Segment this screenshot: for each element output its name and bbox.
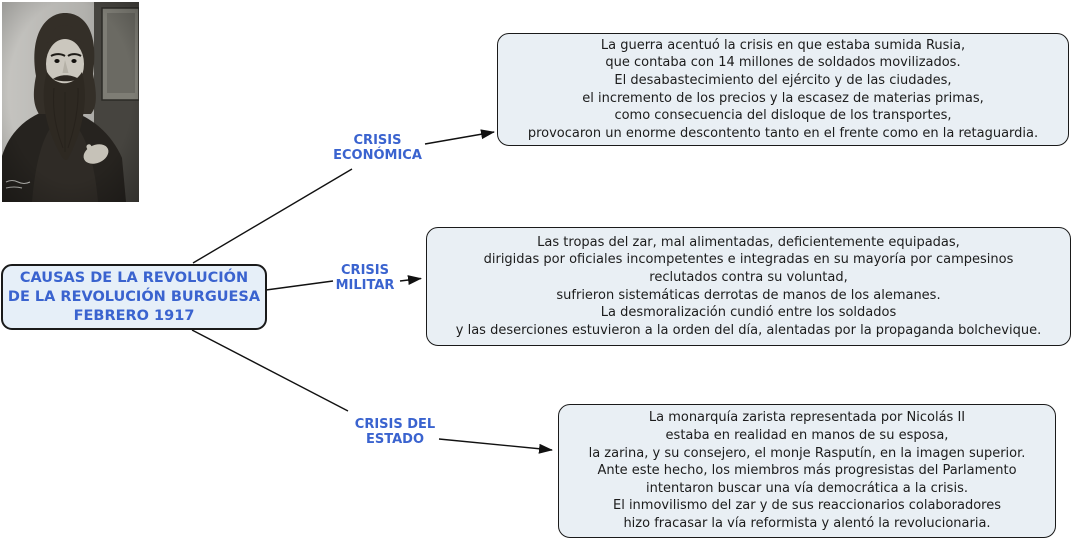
rasputin-portrait-photo — [2, 2, 139, 202]
textbox-crisis-del-estado: La monarquía zarista representada por Ni… — [558, 404, 1056, 538]
textbox-crisis-economica: La guerra acentuó la crisis en que estab… — [497, 33, 1069, 146]
textbox-crisis-militar: Las tropas del zar, mal alimentadas, def… — [426, 227, 1071, 346]
line-root-to-economica — [192, 168, 353, 264]
root-node-causas-revolucion: CAUSAS DE LA REVOLUCIÓN DE LA REVOLUCIÓN… — [1, 264, 267, 330]
branch-label-crisis-militar: CRISIS MILITAR — [335, 263, 395, 293]
branch-label-crisis-del-estado: CRISIS DEL ESTADO — [354, 417, 436, 447]
line-root-to-estado — [191, 329, 349, 412]
branch-label-crisis-economica: CRISIS ECONÓMICA — [333, 133, 422, 163]
